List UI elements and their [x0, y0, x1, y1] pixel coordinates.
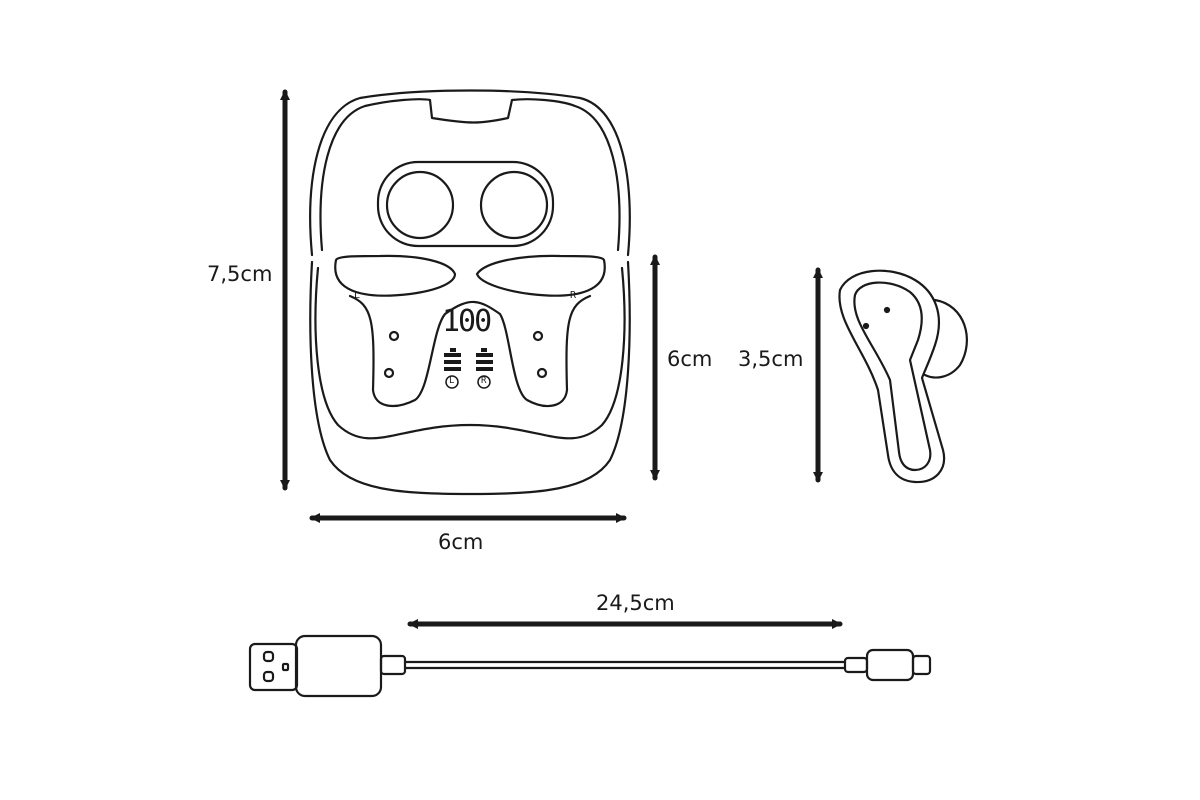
left-earbud-indicator: L	[449, 376, 455, 386]
battery-indicators	[444, 348, 493, 371]
cable-length-label: 24,5cm	[596, 591, 675, 615]
case-height-label: 7,5cm	[207, 262, 273, 286]
earbud-height-label: 3,5cm	[738, 347, 804, 371]
case-lid	[309, 89, 631, 257]
right-earbud-indicator: R	[481, 376, 487, 386]
earbud-slot-right	[479, 170, 549, 240]
base-height-label: 6cm	[667, 347, 713, 371]
usb-a-connector	[248, 642, 299, 692]
earbud-slot-left	[385, 170, 455, 240]
usb-a-housing	[294, 634, 383, 698]
usb-c-connector	[911, 654, 932, 676]
case-width-label: 6cm	[438, 530, 484, 554]
usb-c-housing	[865, 648, 915, 682]
battery-percent-display: 100	[442, 304, 492, 339]
usb-cable	[248, 634, 932, 698]
case-base	[309, 254, 631, 496]
right-slot-marker: R	[570, 290, 577, 301]
earbud	[838, 269, 968, 484]
left-slot-marker: L	[354, 290, 361, 301]
